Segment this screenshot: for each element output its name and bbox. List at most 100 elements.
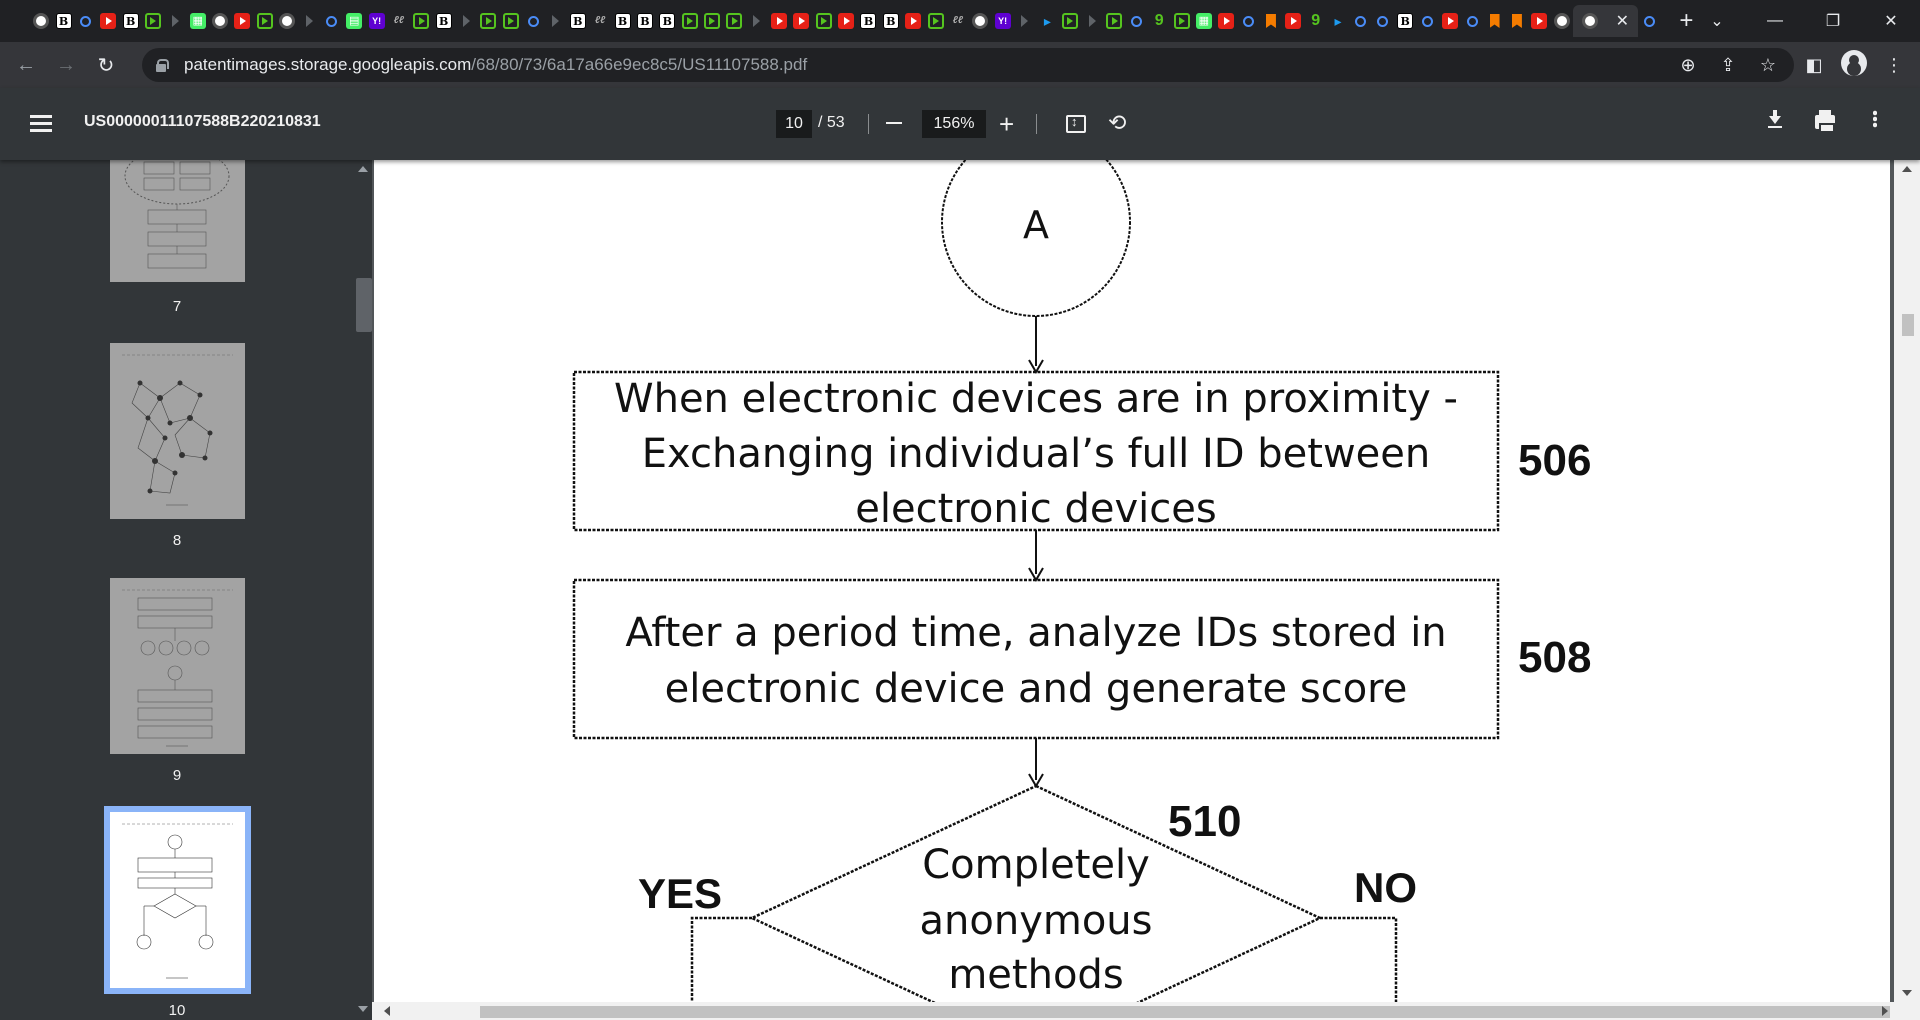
download-icon[interactable] bbox=[1750, 110, 1800, 134]
page-scrollbar[interactable] bbox=[1894, 160, 1920, 1020]
browser-tab[interactable]: B bbox=[52, 5, 74, 37]
browser-tab[interactable]: ▤ bbox=[343, 5, 365, 37]
browser-tab[interactable] bbox=[30, 5, 52, 37]
profile-avatar[interactable] bbox=[1834, 49, 1874, 81]
browser-tab[interactable]: B bbox=[432, 5, 454, 37]
browser-tab[interactable] bbox=[410, 5, 432, 37]
horizontal-scrollbar-thumb[interactable] bbox=[480, 1006, 1890, 1018]
address-bar[interactable]: patentimages.storage.googleapis.com/68/8… bbox=[142, 48, 1794, 82]
browser-tab[interactable] bbox=[902, 5, 924, 37]
zoom-level-input[interactable]: 156% bbox=[922, 110, 986, 138]
browser-tab[interactable] bbox=[455, 5, 477, 37]
browser-tab[interactable] bbox=[522, 5, 544, 37]
page-scroll-down-icon[interactable] bbox=[1902, 990, 1912, 996]
side-panel-icon[interactable]: ◧ bbox=[1805, 54, 1823, 75]
browser-tab[interactable]: ℓℓ bbox=[589, 5, 611, 37]
more-actions-icon[interactable] bbox=[1850, 110, 1900, 134]
browser-tab[interactable] bbox=[1638, 5, 1660, 37]
zoom-out-icon[interactable] bbox=[886, 122, 902, 124]
thumbnail-page-8[interactable] bbox=[110, 343, 245, 519]
browser-tab[interactable]: 9 bbox=[1304, 5, 1326, 37]
thumbnail-page-7[interactable] bbox=[110, 160, 245, 282]
sidebar-scrollbar[interactable] bbox=[356, 160, 372, 1020]
browser-tab[interactable] bbox=[1081, 5, 1103, 37]
browser-tab[interactable] bbox=[1170, 5, 1192, 37]
zoom-in-icon[interactable]: + bbox=[999, 109, 1015, 139]
browser-tab[interactable]: B bbox=[119, 5, 141, 37]
browser-tab[interactable] bbox=[298, 5, 320, 37]
page-scrollbar-thumb[interactable] bbox=[1902, 314, 1914, 336]
browser-tab[interactable] bbox=[723, 5, 745, 37]
browser-tab[interactable] bbox=[1483, 5, 1505, 37]
zoom-icon[interactable]: ⊕ bbox=[1680, 54, 1696, 75]
browser-tab[interactable] bbox=[1260, 5, 1282, 37]
browser-tab[interactable]: 9 bbox=[1148, 5, 1170, 37]
browser-tab[interactable]: B bbox=[1394, 5, 1416, 37]
browser-tab[interactable] bbox=[1014, 5, 1036, 37]
browser-tab[interactable] bbox=[813, 5, 835, 37]
browser-tab[interactable]: ▸ bbox=[1036, 5, 1058, 37]
chrome-menu-icon[interactable]: ⋮ bbox=[1885, 54, 1903, 75]
forward-arrow-icon[interactable]: → bbox=[56, 53, 76, 76]
browser-tab[interactable] bbox=[1126, 5, 1148, 37]
pdf-viewer[interactable]: A When electronic devices are in proximi… bbox=[372, 160, 1894, 1002]
browser-tab[interactable] bbox=[75, 5, 97, 37]
minimize-icon[interactable]: — bbox=[1767, 12, 1783, 29]
browser-tab[interactable] bbox=[1349, 5, 1371, 37]
close-tab-icon[interactable]: ✕ bbox=[1615, 13, 1630, 30]
browser-tab[interactable]: ▦ bbox=[1193, 5, 1215, 37]
page-number-input[interactable]: 10 bbox=[776, 110, 812, 138]
browser-tab[interactable] bbox=[1528, 5, 1550, 37]
browser-tab[interactable] bbox=[1372, 5, 1394, 37]
back-arrow-icon[interactable]: ← bbox=[16, 53, 36, 76]
browser-tab[interactable] bbox=[276, 5, 298, 37]
thumbnail-page-10[interactable] bbox=[104, 806, 251, 994]
browser-tab[interactable] bbox=[1059, 5, 1081, 37]
browser-tab[interactable]: B bbox=[857, 5, 879, 37]
sidebar-menu-icon[interactable] bbox=[30, 115, 52, 133]
scroll-right-icon[interactable] bbox=[1882, 1006, 1888, 1016]
browser-tab[interactable] bbox=[1461, 5, 1483, 37]
browser-tab[interactable] bbox=[209, 5, 231, 37]
browser-tab[interactable] bbox=[1416, 5, 1438, 37]
browser-tab[interactable] bbox=[97, 5, 119, 37]
browser-tab[interactable] bbox=[254, 5, 276, 37]
reload-icon[interactable]: ↻ bbox=[97, 54, 115, 77]
browser-tab[interactable]: B bbox=[880, 5, 902, 37]
new-tab-icon[interactable]: + bbox=[1679, 7, 1694, 34]
browser-tab[interactable]: ℓℓ bbox=[947, 5, 969, 37]
sidebar-scroll-down-icon[interactable] bbox=[358, 1006, 368, 1012]
print-icon[interactable] bbox=[1800, 110, 1850, 134]
active-tab[interactable]: ✕ bbox=[1572, 5, 1638, 37]
restore-icon[interactable]: ❐ bbox=[1825, 13, 1841, 30]
browser-tab[interactable] bbox=[835, 5, 857, 37]
browser-tab[interactable]: B bbox=[656, 5, 678, 37]
browser-tab[interactable] bbox=[768, 5, 790, 37]
browser-tab[interactable] bbox=[701, 5, 723, 37]
browser-tab[interactable] bbox=[1550, 5, 1572, 37]
rotate-icon[interactable]: ⟲ bbox=[1108, 110, 1127, 135]
close-window-icon[interactable]: ✕ bbox=[1884, 13, 1898, 30]
tab-search-chevron-icon[interactable]: ⌄ bbox=[1710, 13, 1724, 30]
browser-tab[interactable] bbox=[500, 5, 522, 37]
browser-tab[interactable]: B bbox=[634, 5, 656, 37]
browser-tab[interactable] bbox=[790, 5, 812, 37]
sidebar-scrollbar-thumb[interactable] bbox=[356, 278, 372, 332]
browser-tab[interactable] bbox=[746, 5, 768, 37]
browser-tab[interactable] bbox=[231, 5, 253, 37]
browser-tab[interactable] bbox=[321, 5, 343, 37]
browser-tab[interactable] bbox=[1215, 5, 1237, 37]
browser-tab[interactable] bbox=[1506, 5, 1528, 37]
browser-tab[interactable]: ℓℓ bbox=[388, 5, 410, 37]
browser-tab[interactable] bbox=[1237, 5, 1259, 37]
browser-tab[interactable]: ▸ bbox=[1327, 5, 1349, 37]
browser-tab[interactable] bbox=[164, 5, 186, 37]
browser-tab[interactable]: B bbox=[567, 5, 589, 37]
bookmark-star-icon[interactable]: ☆ bbox=[1759, 54, 1777, 75]
browser-tab[interactable] bbox=[1103, 5, 1125, 37]
fit-page-icon[interactable] bbox=[1066, 114, 1086, 133]
browser-tab[interactable] bbox=[924, 5, 946, 37]
browser-tab[interactable] bbox=[544, 5, 566, 37]
page-scroll-up-icon[interactable] bbox=[1902, 166, 1912, 172]
browser-tab[interactable] bbox=[969, 5, 991, 37]
